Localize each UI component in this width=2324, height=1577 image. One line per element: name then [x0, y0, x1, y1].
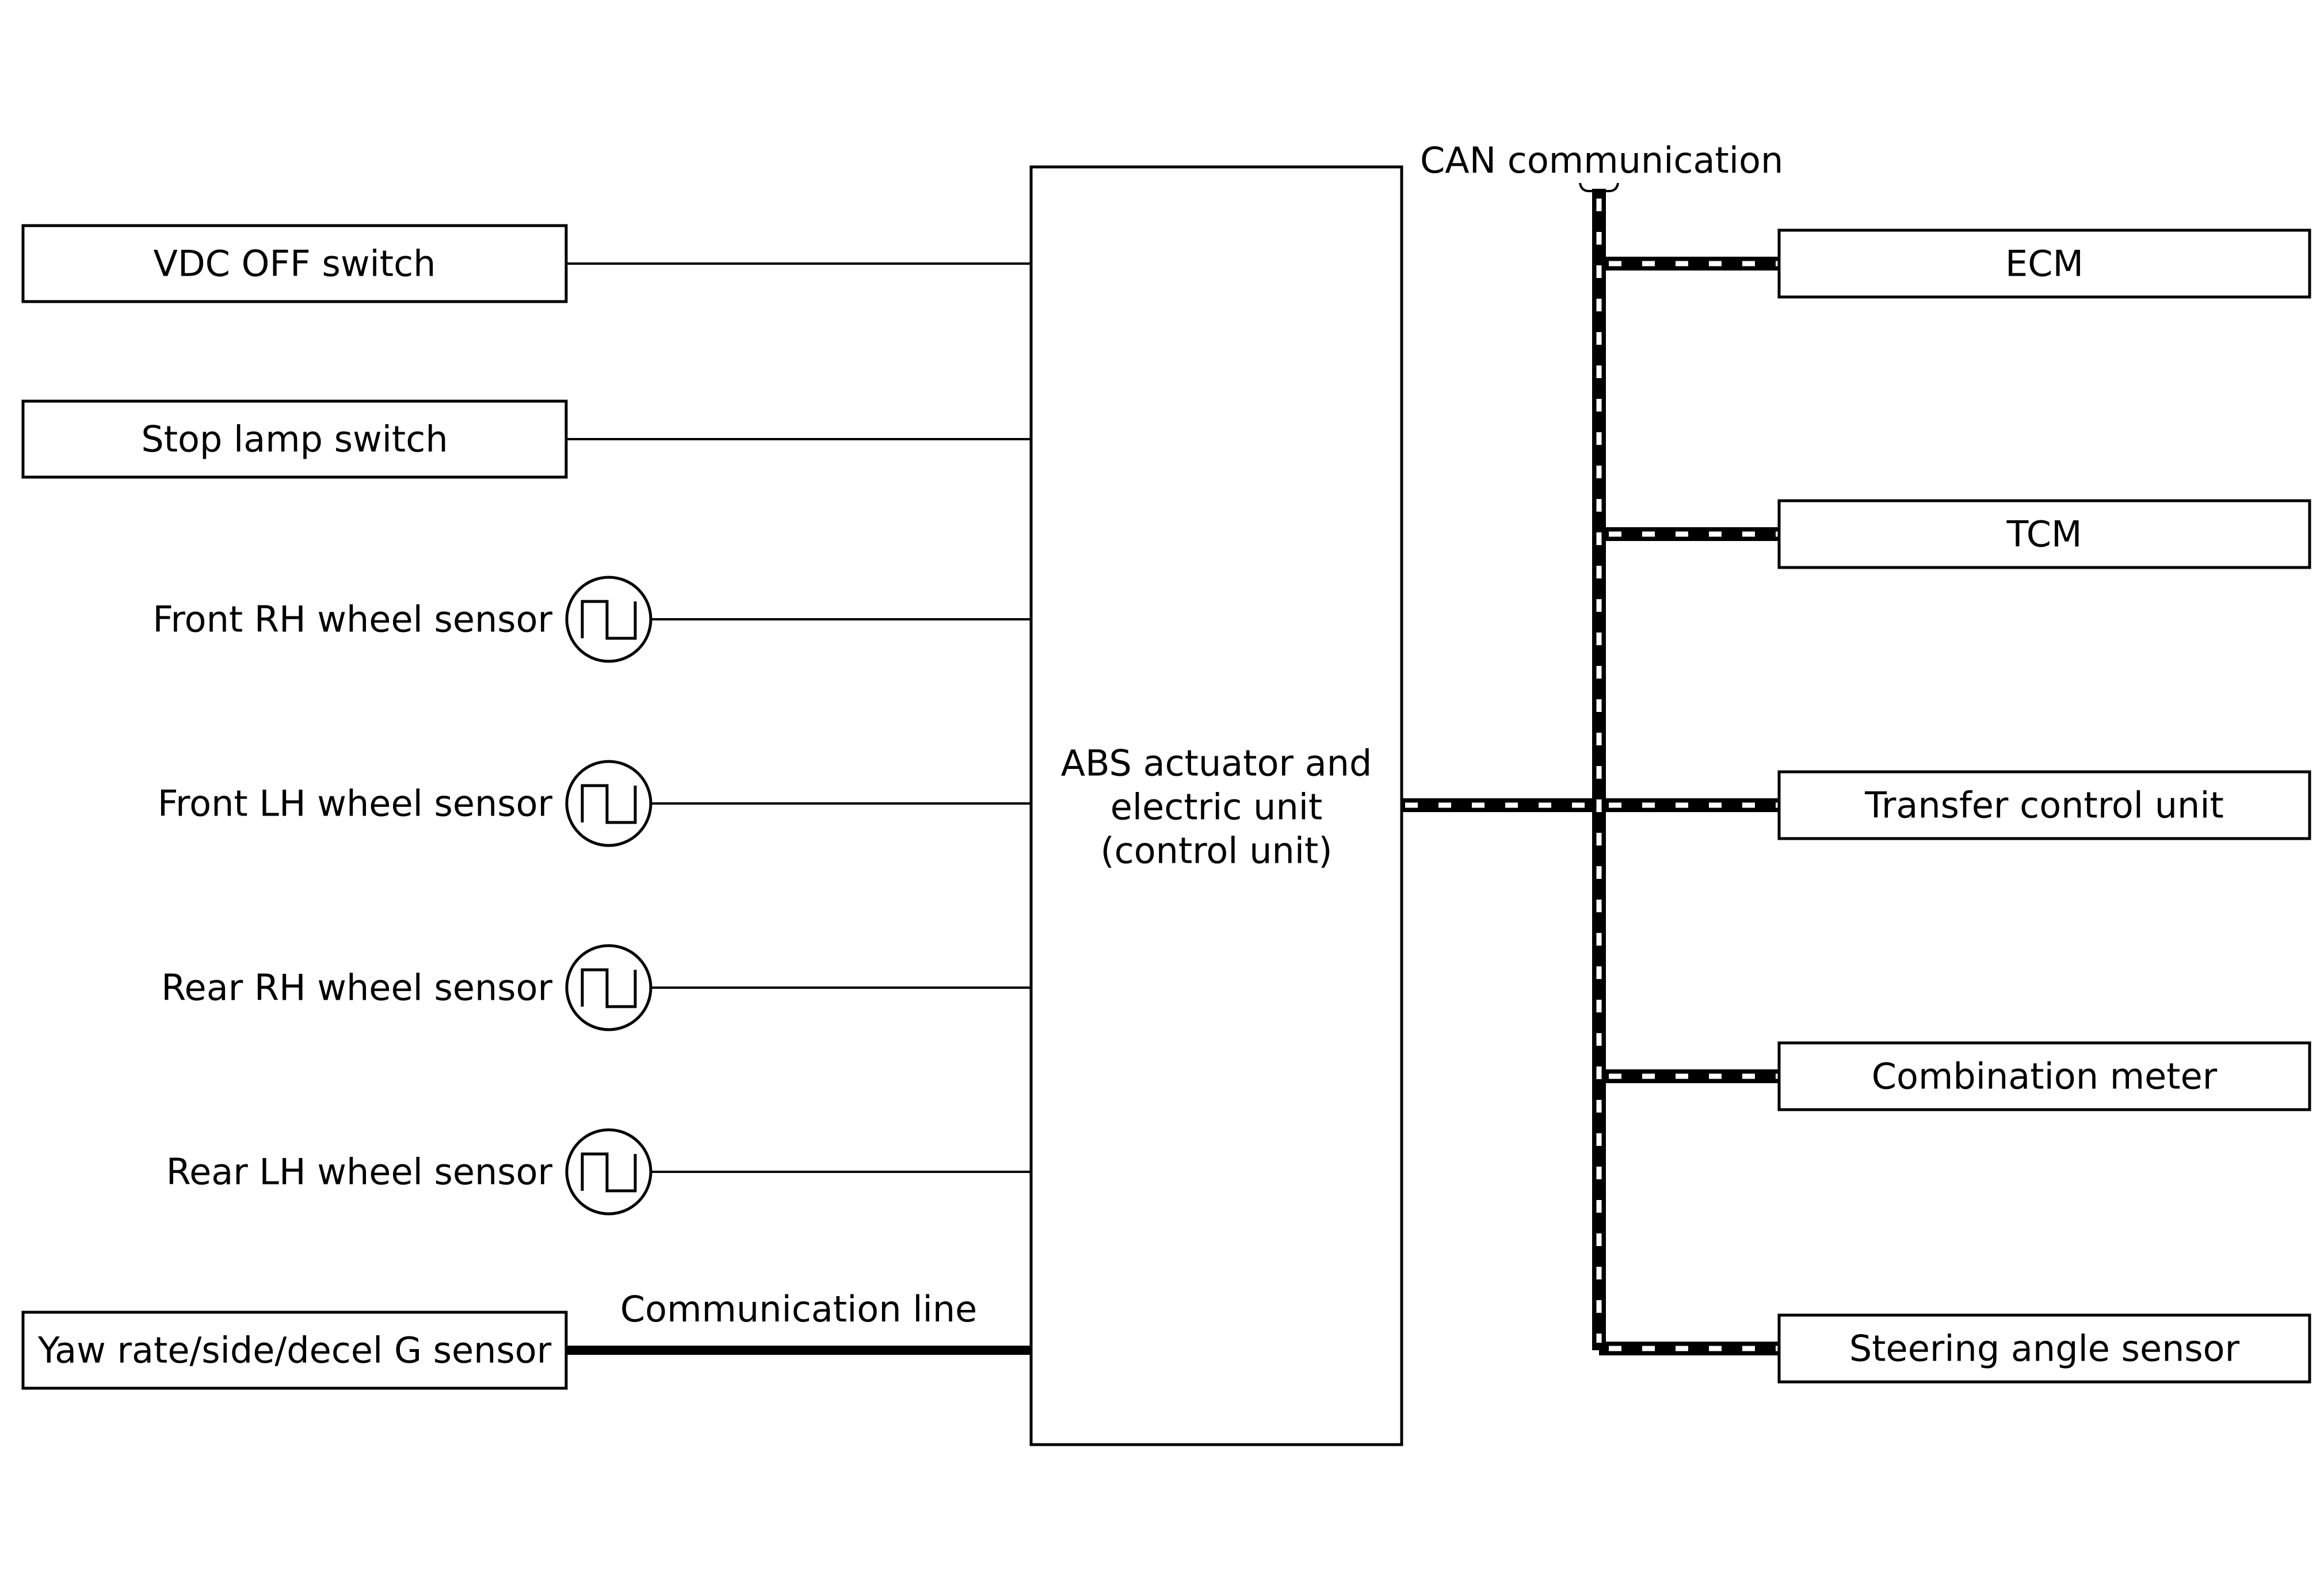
pulse-signal-icon [565, 944, 652, 1031]
pulse-signal-icon [565, 1128, 652, 1216]
pulse-signal-icon [565, 760, 652, 847]
control-unit-label-line1: ABS actuator and [1061, 742, 1372, 784]
tcm-label: TCM [2006, 513, 2082, 555]
stop-lamp-switch-box: Stop lamp switch [21, 399, 568, 479]
vdc-off-switch-box: VDC OFF switch [21, 224, 568, 303]
front-lh-wheel-sensor-label: Front LH wheel sensor [158, 783, 553, 825]
ecm-box: ECM [1777, 228, 2311, 299]
abs-control-unit-box: ABS actuator and electric unit (control … [1029, 165, 1403, 1446]
can-communication-label: CAN communication [1420, 139, 1783, 181]
tcm-box: TCM [1777, 499, 2311, 569]
can-label-brace [1579, 182, 1619, 196]
transfer-control-unit-label: Transfer control unit [1864, 784, 2224, 826]
ecm-label: ECM [2005, 243, 2083, 285]
rear-lh-wheel-sensor: Rear LH wheel sensor [166, 1128, 1031, 1216]
front-lh-wheel-sensor: Front LH wheel sensor [158, 760, 1031, 847]
steering-angle-sensor-label: Steering angle sensor [1849, 1328, 2240, 1370]
pulse-signal-icon [565, 576, 652, 663]
transfer-control-unit-box: Transfer control unit [1777, 770, 2311, 840]
rear-rh-wheel-sensor: Rear RH wheel sensor [161, 944, 1031, 1031]
front-rh-wheel-sensor: Front RH wheel sensor [152, 576, 1031, 663]
control-unit-label-line2: electric unit [1111, 786, 1323, 828]
control-unit-label-line3: (control unit) [1100, 830, 1332, 872]
can-bus [1402, 189, 1779, 1355]
rear-lh-wheel-sensor-label: Rear LH wheel sensor [166, 1151, 553, 1193]
yaw-rate-sensor-box: Yaw rate/side/decel G sensor [21, 1311, 568, 1390]
combination-meter-label: Combination meter [1872, 1056, 2218, 1098]
yaw-rate-sensor-label: Yaw rate/side/decel G sensor [37, 1330, 552, 1372]
communication-line-label: Communication line [620, 1288, 977, 1330]
rear-rh-wheel-sensor-label: Rear RH wheel sensor [161, 967, 552, 1009]
stop-lamp-switch-label: Stop lamp switch [141, 418, 448, 460]
front-rh-wheel-sensor-label: Front RH wheel sensor [152, 599, 552, 641]
steering-angle-sensor-box: Steering angle sensor [1777, 1313, 2311, 1384]
combination-meter-box: Combination meter [1777, 1041, 2311, 1111]
vdc-off-switch-label: VDC OFF switch [154, 243, 436, 285]
